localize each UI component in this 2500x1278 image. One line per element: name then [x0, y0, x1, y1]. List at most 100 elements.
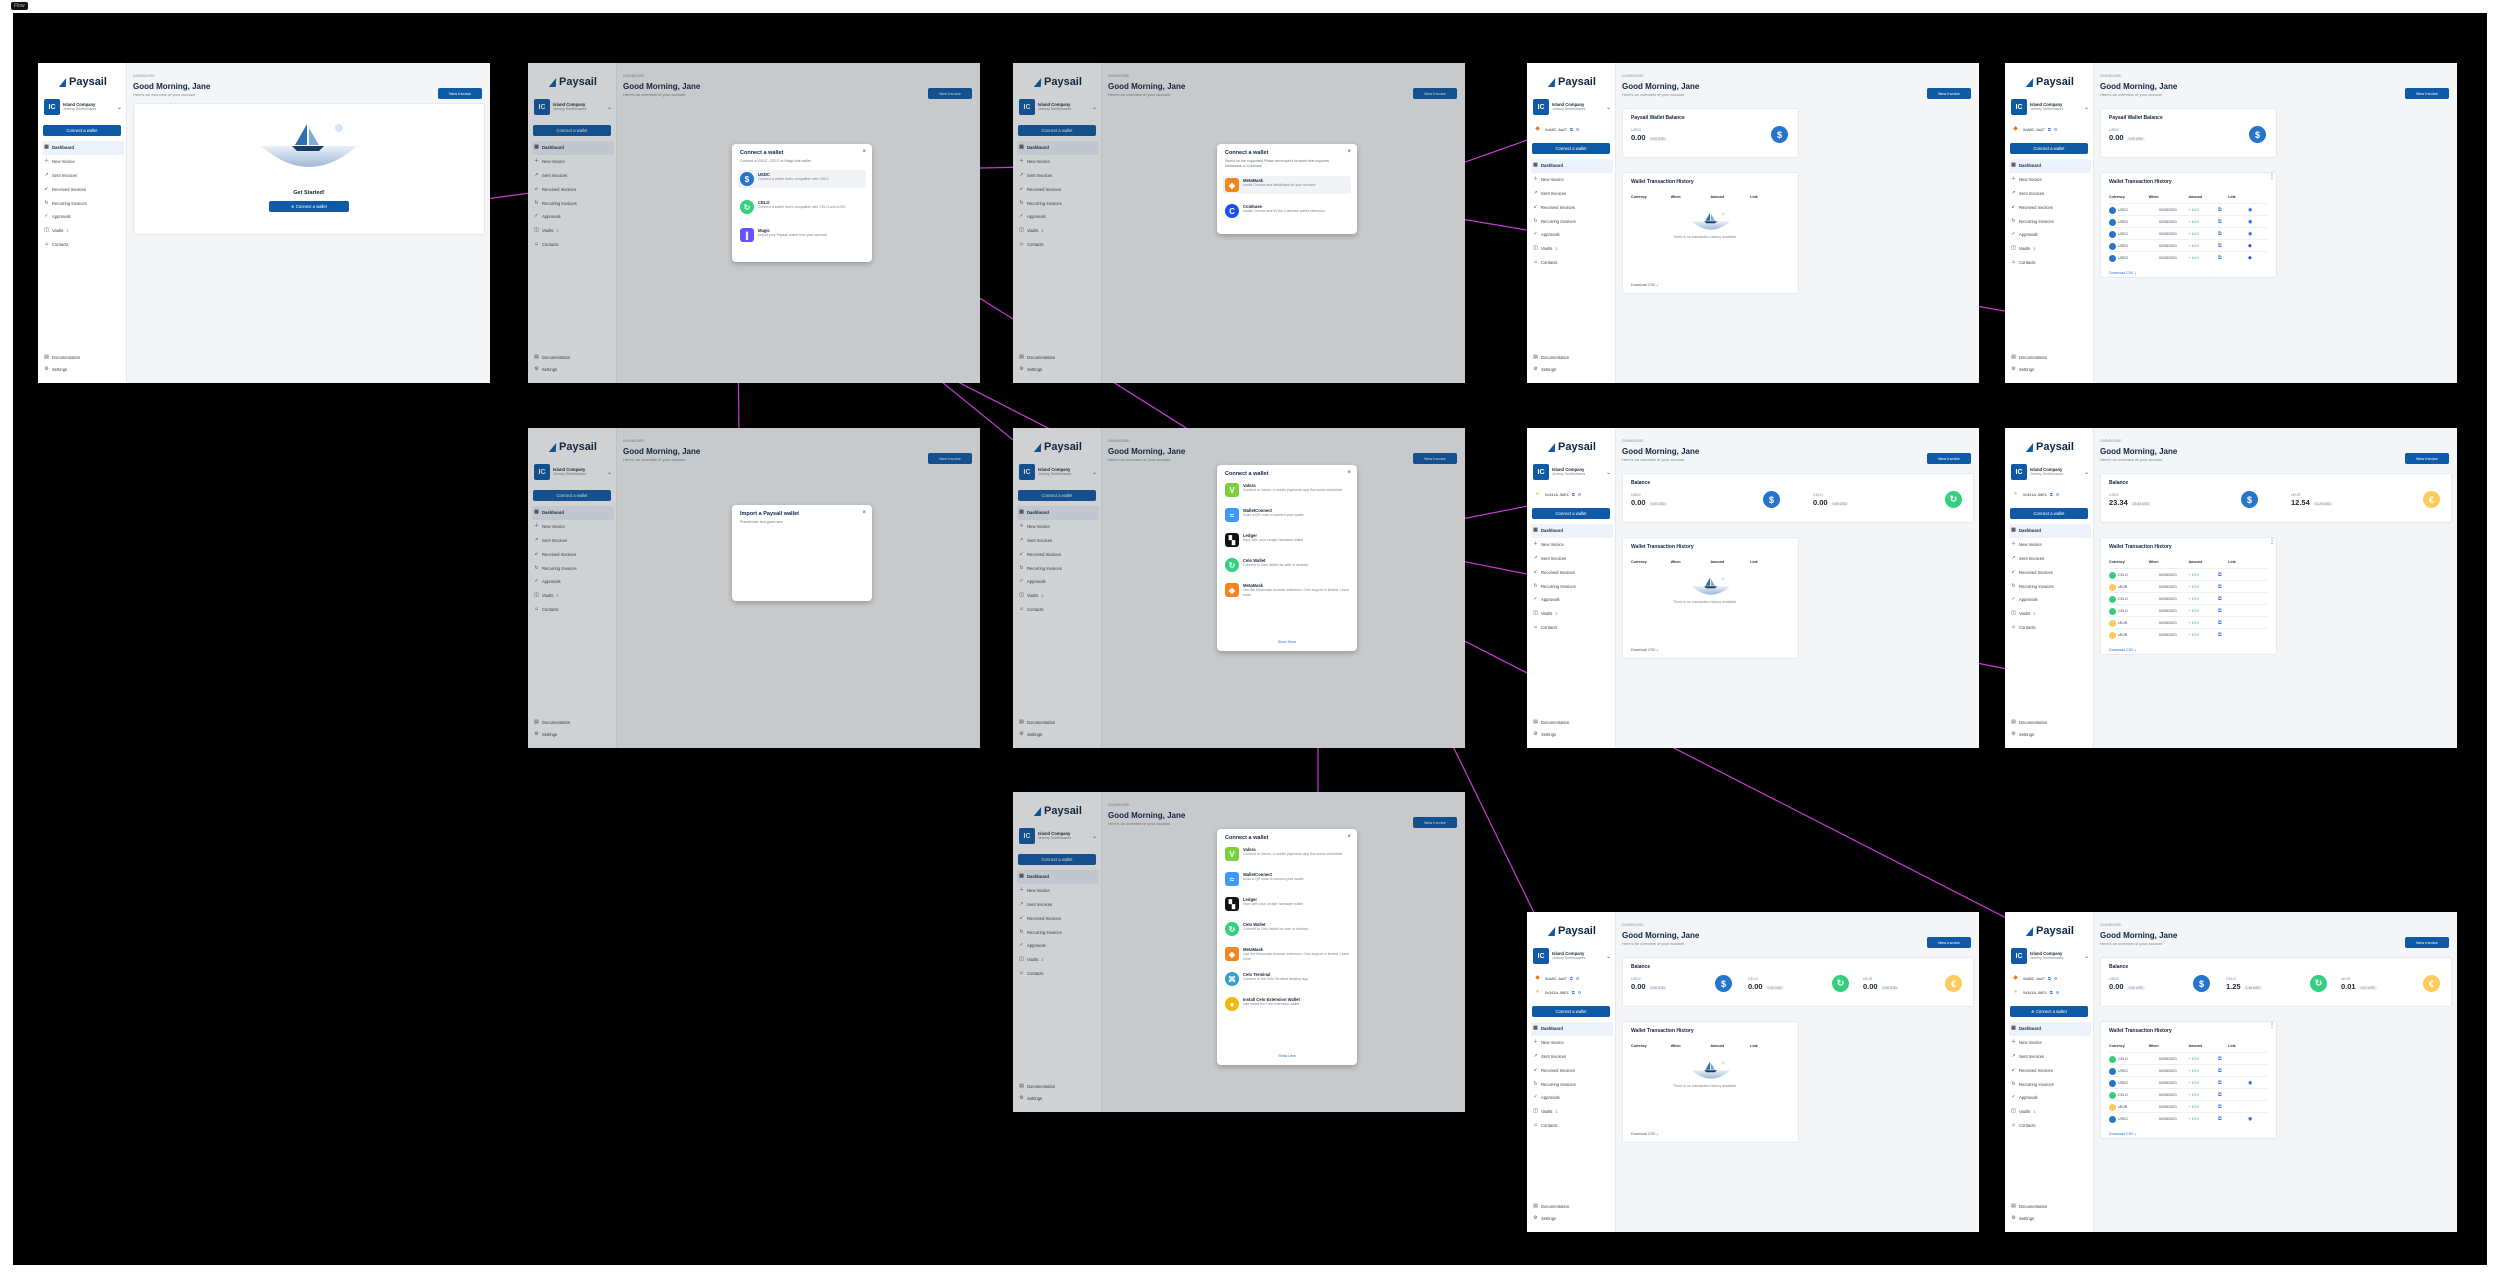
sidebar-item-dashboard[interactable]: ▦Dashboard: [2009, 1022, 2091, 1036]
external-link-icon[interactable]: ⧉: [2218, 1104, 2222, 1110]
sidebar-item-settings[interactable]: ⚙Settings: [534, 728, 614, 740]
sidebar-item-new-invoice[interactable]: ＋New Invoice: [44, 155, 124, 169]
close-icon[interactable]: ×: [862, 149, 866, 155]
sidebar-item-received-invoices[interactable]: ↙Received Invoices: [2011, 200, 2091, 214]
external-link-icon[interactable]: ⧉: [2218, 255, 2222, 261]
connected-wallet-valora[interactable]: ●0x341A..56E1⧉⚙: [1533, 988, 1582, 997]
more-options-icon[interactable]: ⋮: [2269, 539, 2275, 545]
connect-wallet-button[interactable]: Connect a wallet: [1018, 490, 1096, 501]
new-invoice-button[interactable]: New Invoice: [2405, 937, 2449, 948]
connect-wallet-button[interactable]: Connect a wallet: [1532, 143, 1610, 154]
sidebar-item-dashboard[interactable]: ▦Dashboard: [42, 141, 124, 155]
sidebar-item-recurring-invoices[interactable]: ↻Recurring Invoices: [44, 196, 124, 210]
connect-wallet-button[interactable]: Connect a wallet: [533, 490, 611, 501]
sidebar-item-dashboard[interactable]: ▦Dashboard: [2009, 159, 2091, 173]
sidebar-item-sent-invoices[interactable]: ↗Sent Invoices: [534, 534, 614, 548]
connected-wallet-valora[interactable]: ●0x341A..56E1⧉⚙: [2011, 490, 2060, 499]
sidebar-item-documentation[interactable]: ▤Documentation: [1019, 1080, 1099, 1092]
external-link-icon[interactable]: ⧉: [2218, 596, 2222, 602]
sidebar-item-received-invoices[interactable]: ↙Received Invoices: [1019, 911, 1099, 925]
sidebar-item-dashboard[interactable]: ▦Dashboard: [1017, 141, 1099, 155]
sidebar-item-settings[interactable]: ⚙Settings: [534, 363, 614, 375]
sidebar-item-recurring-invoices[interactable]: ↻Recurring Invoices: [534, 561, 614, 575]
new-invoice-button[interactable]: New Invoice: [1413, 88, 1457, 99]
download-csv-link[interactable]: Download CSV ⤓: [1631, 1132, 1658, 1136]
close-icon[interactable]: ×: [1347, 149, 1351, 155]
sidebar-item-new-invoice[interactable]: ＋New Invoice: [1533, 538, 1613, 552]
copy-icon[interactable]: ⧉: [1569, 976, 1573, 981]
sidebar-item-new-invoice[interactable]: ＋New Invoice: [1533, 173, 1613, 187]
sidebar-item-received-invoices[interactable]: ↙Received Invoices: [1533, 565, 1613, 579]
close-icon[interactable]: ×: [1347, 834, 1351, 840]
sidebar-item-received-invoices[interactable]: ↙Received Invoices: [534, 547, 614, 561]
sidebar-item-received-invoices[interactable]: ↙Received Invoices: [2011, 565, 2091, 579]
show-more-link[interactable]: Show Less: [1278, 1054, 1296, 1058]
sidebar-item-received-invoices[interactable]: ↙Received Invoices: [1019, 182, 1099, 196]
new-invoice-button[interactable]: New Invoice: [2405, 88, 2449, 99]
sidebar-item-sent-invoices[interactable]: ↗Sent Invoices: [44, 169, 124, 183]
copy-icon[interactable]: ⧉: [1571, 990, 1575, 995]
sidebar-item-recurring-invoices[interactable]: ↻Recurring Invoices: [1019, 925, 1099, 939]
sidebar-item-new-invoice[interactable]: ＋New Invoice: [1019, 884, 1099, 898]
sidebar-item-recurring-invoices[interactable]: ↻Recurring Invoices: [534, 196, 614, 210]
paysail-logo[interactable]: Paysail: [2025, 925, 2074, 937]
sidebar-item-received-invoices[interactable]: ↙Received Invoices: [1533, 200, 1613, 214]
sidebar-item-approvals[interactable]: ✓Approvals: [2011, 1091, 2091, 1105]
sidebar-item-documentation[interactable]: ▤Documentation: [1533, 716, 1613, 728]
paysail-logo[interactable]: Paysail: [1033, 441, 1082, 453]
sidebar-item-approvals[interactable]: ✓Approvals: [1533, 593, 1613, 607]
wallet-settings-icon[interactable]: ⚙: [2055, 990, 2060, 995]
paysail-logo[interactable]: Paysail: [2025, 76, 2074, 88]
sidebar-item-approvals[interactable]: ✓Approvals: [1533, 228, 1613, 242]
sidebar-item-contacts[interactable]: ☺Contacts: [1019, 238, 1099, 252]
external-link-icon[interactable]: ⧉: [2218, 243, 2222, 249]
external-link-icon[interactable]: ⧉: [2218, 219, 2222, 225]
sidebar-item-dashboard[interactable]: ▦Dashboard: [1531, 159, 1613, 173]
new-invoice-button[interactable]: New Invoice: [928, 88, 972, 99]
sidebar-item-approvals[interactable]: ✓Approvals: [534, 575, 614, 589]
sidebar-item-contacts[interactable]: ☺Contacts: [44, 238, 124, 252]
paysail-logo[interactable]: Paysail: [1033, 805, 1082, 817]
sidebar-item-documentation[interactable]: ▤Documentation: [1533, 1200, 1613, 1212]
sidebar-item-dashboard[interactable]: ▦Dashboard: [532, 506, 614, 520]
sidebar-item-contacts[interactable]: ☺Contacts: [1019, 967, 1099, 981]
sidebar-item-approvals[interactable]: ✓Approvals: [534, 210, 614, 224]
sidebar-item-settings[interactable]: ⚙Settings: [1533, 728, 1613, 740]
external-link-icon[interactable]: ⧉: [2218, 608, 2222, 614]
sidebar-item-documentation[interactable]: ▤Documentation: [2011, 351, 2091, 363]
wallet-settings-icon[interactable]: ⚙: [1577, 492, 1582, 497]
paysail-logo[interactable]: Paysail: [548, 441, 597, 453]
sidebar-item-contacts[interactable]: ☺Contacts: [534, 238, 614, 252]
sidebar-item-settings[interactable]: ⚙Settings: [1533, 363, 1613, 375]
connected-wallet-metamask[interactable]: ◆0xA8C..6a27⧉⚙: [2011, 125, 2057, 134]
copy-icon[interactable]: ⧉: [1569, 127, 1573, 132]
sidebar-item-recurring-invoices[interactable]: ↻Recurring Invoices: [2011, 579, 2091, 593]
new-invoice-button[interactable]: New Invoice: [928, 453, 972, 464]
paysail-logo[interactable]: Paysail: [1547, 441, 1596, 453]
sidebar-item-dashboard[interactable]: ▦Dashboard: [1017, 870, 1099, 884]
download-csv-link[interactable]: Download CSV ⤓: [2109, 271, 2136, 275]
sidebar-item-dashboard[interactable]: ▦Dashboard: [1531, 524, 1613, 538]
sidebar-item-sent-invoices[interactable]: ↗Sent Invoices: [1019, 534, 1099, 548]
sidebar-item-sent-invoices[interactable]: ↗Sent Invoices: [1533, 1050, 1613, 1064]
sidebar-item-dashboard[interactable]: ▦Dashboard: [532, 141, 614, 155]
external-link-icon[interactable]: ⧉: [2218, 1116, 2222, 1122]
